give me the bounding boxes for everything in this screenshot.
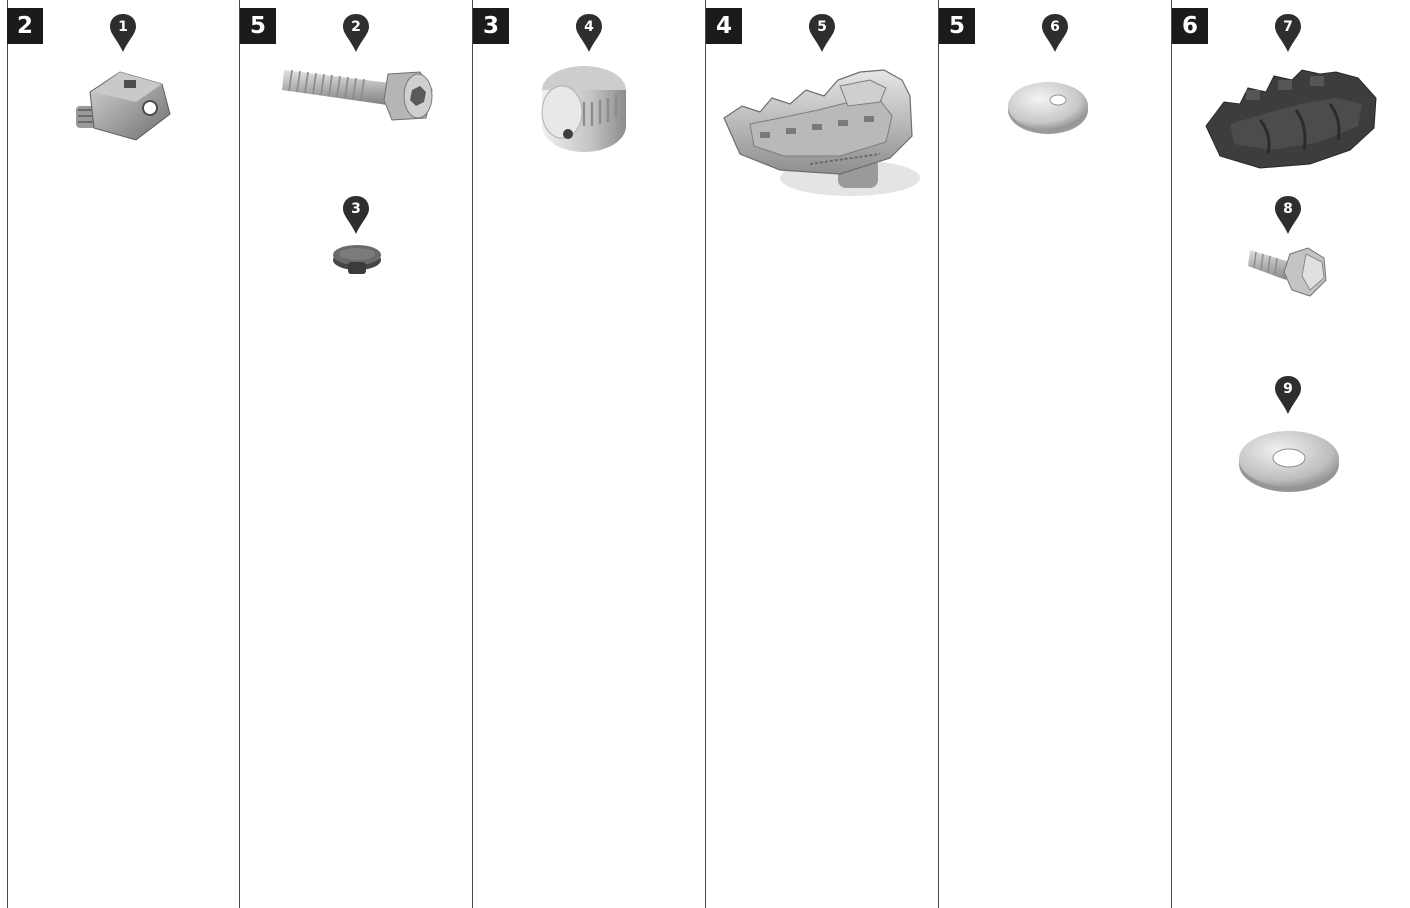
part-number-marker: 8: [1272, 194, 1304, 236]
socket-head-bolt-image: [280, 60, 438, 126]
knurled-knob-icon: [526, 60, 632, 160]
quantity-badge: 2: [7, 8, 43, 44]
washer-icon: [1236, 424, 1342, 496]
hex-bolt-icon: [1246, 240, 1330, 302]
part-number: 5: [806, 15, 838, 39]
column-divider: [239, 0, 240, 908]
part-number: 2: [340, 15, 372, 39]
part-number: 1: [107, 15, 139, 39]
quantity-badge: 5: [939, 8, 975, 44]
small-washer-image: [1236, 424, 1342, 496]
knurled-knob-image: [526, 60, 632, 160]
quantity-badge: 4: [706, 8, 742, 44]
flat-washer-image: [1006, 76, 1090, 138]
part-number: 8: [1272, 197, 1304, 221]
quantity-badge: 3: [473, 8, 509, 44]
part-number-marker: 6: [1039, 12, 1071, 54]
socket-bolt-icon: [280, 60, 438, 126]
part-number-marker: 3: [340, 194, 372, 236]
column-divider: [705, 0, 706, 908]
rubber-cap-image: [330, 240, 384, 280]
part-number: 9: [1272, 377, 1304, 401]
part-number-marker: 5: [806, 12, 838, 54]
part-number: 3: [340, 197, 372, 221]
column-divider: [472, 0, 473, 908]
footpeg-icon: [720, 66, 928, 202]
quantity-badge: 5: [240, 8, 276, 44]
column-divider: [1171, 0, 1172, 908]
rubber-pad-icon: [1200, 64, 1380, 174]
spline-adapter-icon: [72, 62, 176, 152]
part-number: 6: [1039, 15, 1071, 39]
part-number: 7: [1272, 15, 1304, 39]
part-number-marker: 4: [573, 12, 605, 54]
rubber-cap-icon: [330, 240, 384, 280]
column-divider: [7, 0, 8, 908]
hex-bolt-image: [1246, 240, 1330, 302]
rubber-pad-image: [1200, 64, 1380, 174]
quantity-badge: 6: [1172, 8, 1208, 44]
part-number-marker: 1: [107, 12, 139, 54]
part-number-marker: 9: [1272, 374, 1304, 416]
part-number-marker: 2: [340, 12, 372, 54]
part-number-marker: 7: [1272, 12, 1304, 54]
footpeg-image: [720, 66, 928, 202]
washer-icon: [1006, 76, 1090, 138]
spline-adapter-image: [72, 62, 176, 152]
part-number: 4: [573, 15, 605, 39]
column-divider: [938, 0, 939, 908]
